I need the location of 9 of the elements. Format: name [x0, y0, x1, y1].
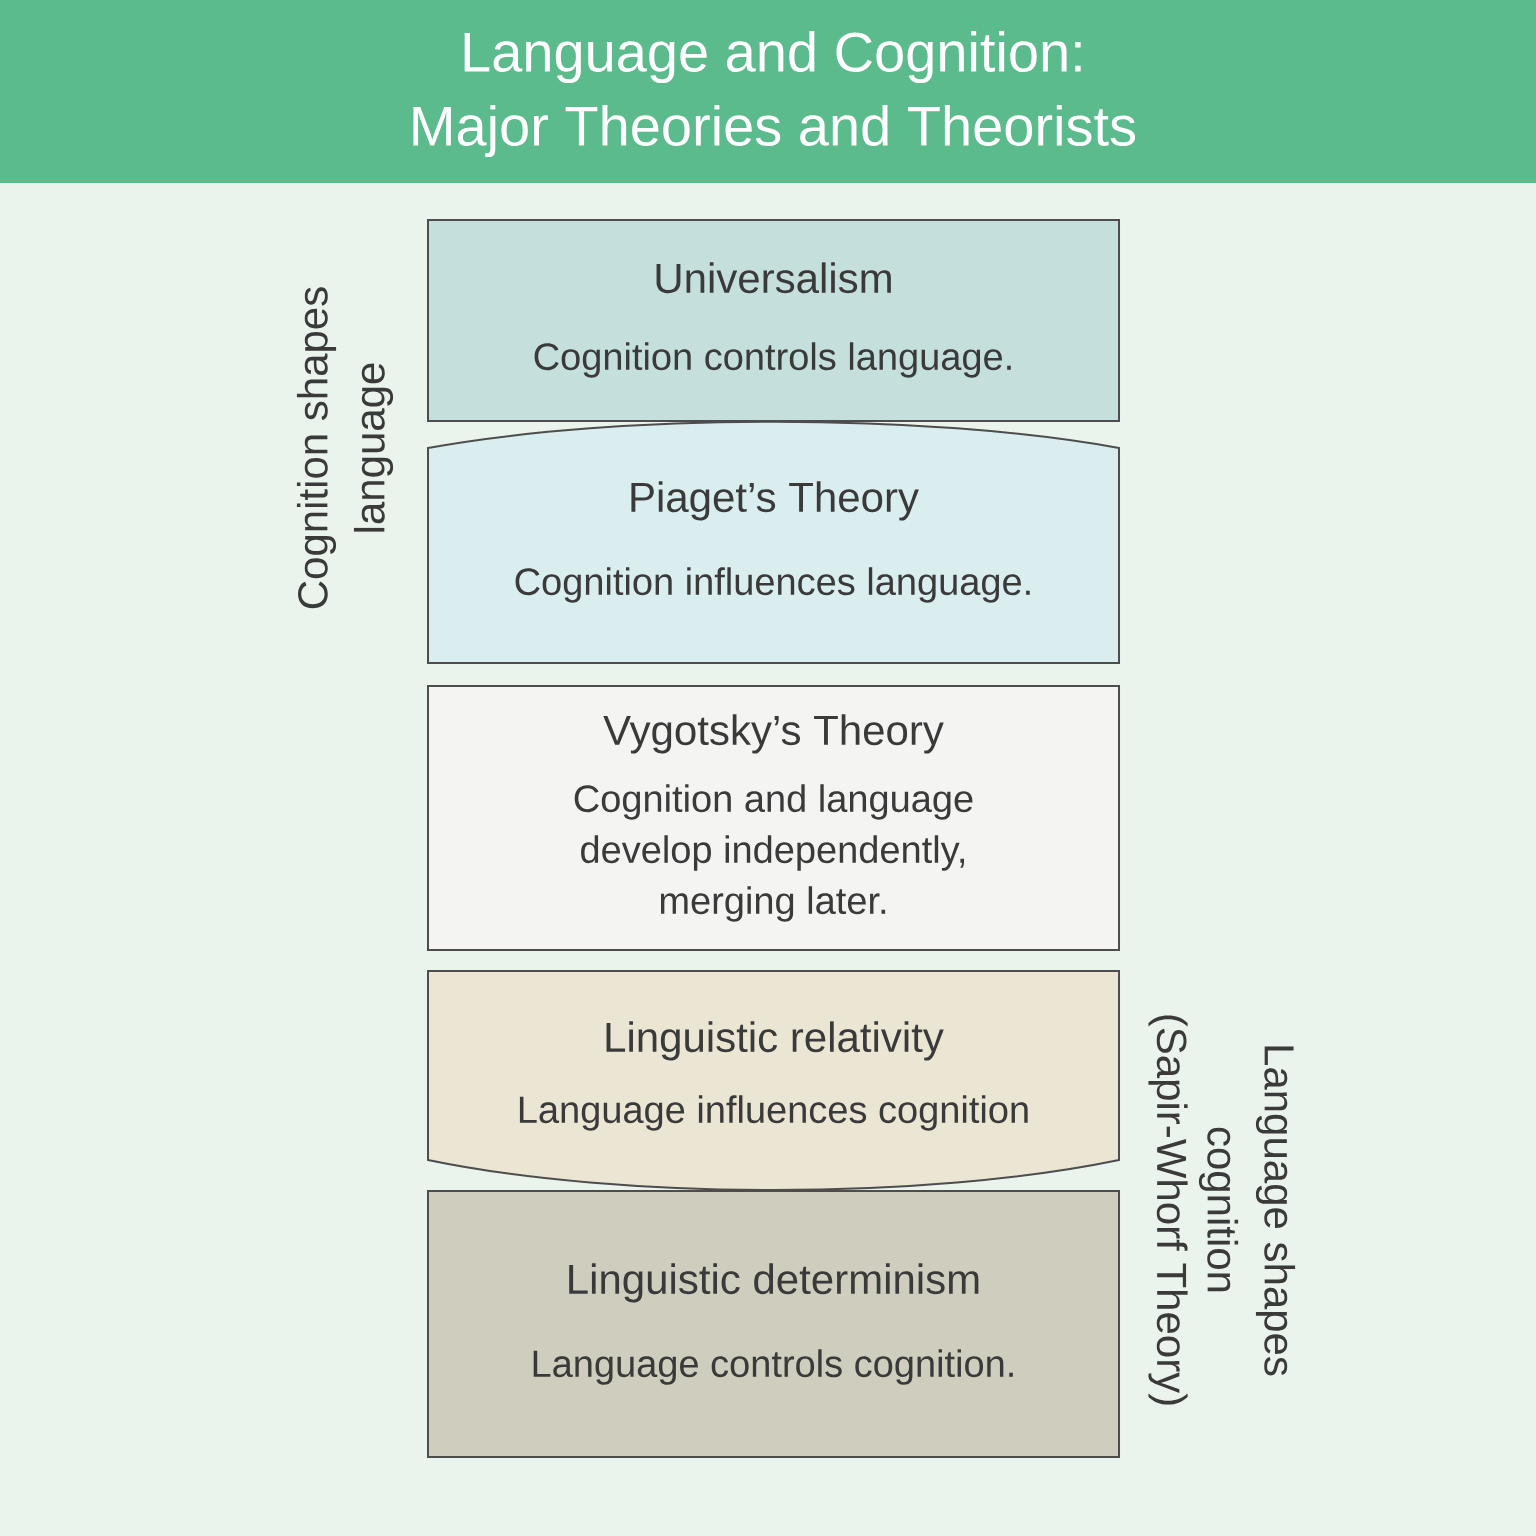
theory-box: Linguistic determinism Language controls cognition.: [427, 1190, 1120, 1458]
theory-box: Universalism Cognition controls language.: [427, 219, 1120, 422]
theory-box: Vygotsky’s Theory Cognition and language develop independently, merging later.: [427, 685, 1120, 951]
theory-box: Linguistic relativity Language influences cognition: [427, 970, 1120, 1191]
title-band: Language and Cognition: Major Theories and Theorists: [0, 0, 1536, 183]
theory-box: Piaget’s Theory Cognition influences language.: [427, 420, 1120, 664]
side-label: Cognition shapes language: [296, 287, 394, 609]
side-label: Language shapes cognition: [1198, 1046, 1296, 1376]
side-label: (Sapir-Whorf Theory): [1148, 1015, 1188, 1405]
